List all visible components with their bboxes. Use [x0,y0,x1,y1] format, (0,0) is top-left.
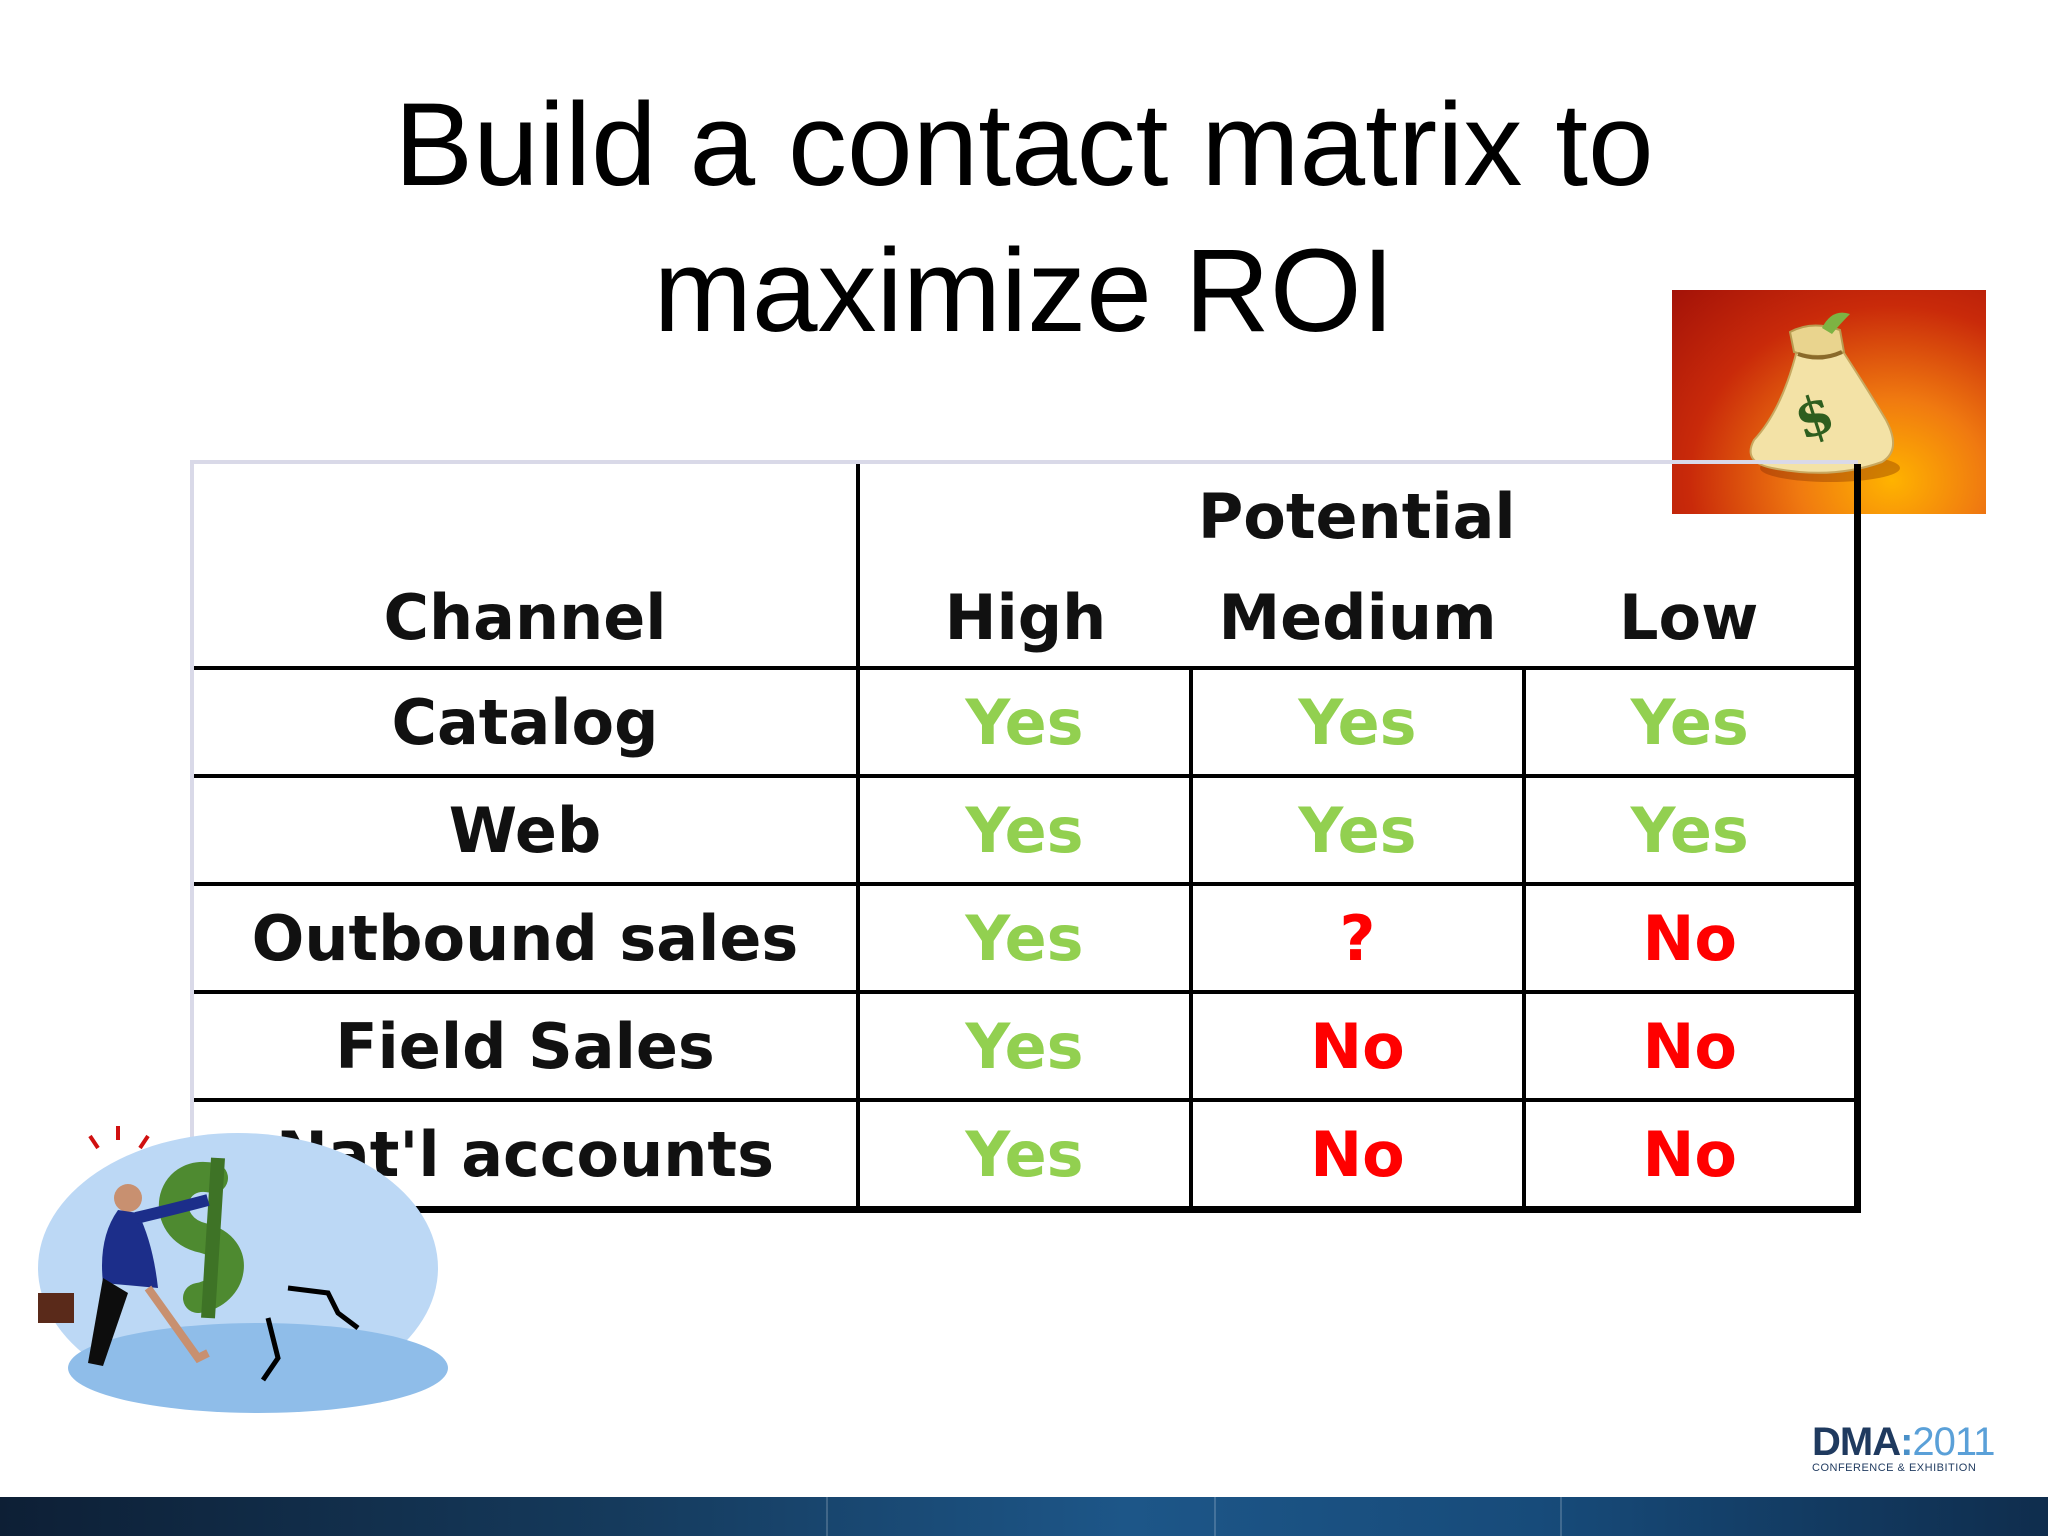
dma-logo: DMA:2011 CONFERENCE & EXHIBITION [1812,1422,2012,1482]
channel-cell: Field Sales [194,992,860,1102]
clipart-image [28,1118,448,1418]
value-cell: Yes [1191,776,1526,886]
channel-header: Channel [194,568,860,670]
slide-title-line-2: maximize ROI [653,225,1395,357]
footer-divider [1560,1497,1562,1536]
table-row: Web Yes Yes Yes [194,776,1861,886]
table-row: Field Sales Yes No No [194,992,1861,1102]
value-cell: No [1524,992,1861,1102]
value-cell: Yes [858,884,1193,994]
value-cell: Yes [858,1100,1193,1213]
value-cell: Yes [1524,668,1861,778]
table-row: Catalog Yes Yes Yes [194,668,1861,778]
dma-logo-year: 2011 [1912,1420,1995,1464]
table-row: Outbound sales Yes ? No [194,884,1861,994]
slide-title: Build a contact matrix to maximize ROI [0,72,2048,364]
level-header-medium: Medium [1191,568,1524,670]
value-cell: No [1524,884,1861,994]
woman-chasing-dollar-icon [38,1126,448,1413]
contact-matrix-table: Potential Channel High Medium Low Catalo… [190,460,1861,1213]
potential-header: Potential [858,464,1861,568]
value-cell: Yes [858,992,1193,1102]
slide-title-line-1: Build a contact matrix to [394,79,1654,211]
value-cell: Yes [858,668,1193,778]
value-cell: No [1191,1100,1526,1213]
footer-divider [1214,1497,1216,1536]
value-cell: Yes [858,776,1193,886]
footer-divider [826,1497,828,1536]
dma-logo-wordmark: DMA:2011 [1812,1422,2012,1462]
value-cell: No [1191,992,1526,1102]
level-header-low: Low [1524,568,1861,670]
table-corner [194,464,860,568]
dma-logo-separator: : [1900,1420,1913,1464]
footer-band [0,1497,2048,1536]
dma-logo-brand: DMA [1812,1420,1901,1464]
value-cell: ? [1191,884,1526,994]
channel-cell: Outbound sales [194,884,860,994]
channel-cell: Web [194,776,860,886]
value-cell: Yes [1191,668,1526,778]
value-cell: No [1524,1100,1861,1213]
level-header-high: High [858,568,1191,670]
value-cell: Yes [1524,776,1861,886]
channel-cell: Catalog [194,668,860,778]
dma-logo-tagline: CONFERENCE & EXHIBITION [1812,1462,1977,1474]
